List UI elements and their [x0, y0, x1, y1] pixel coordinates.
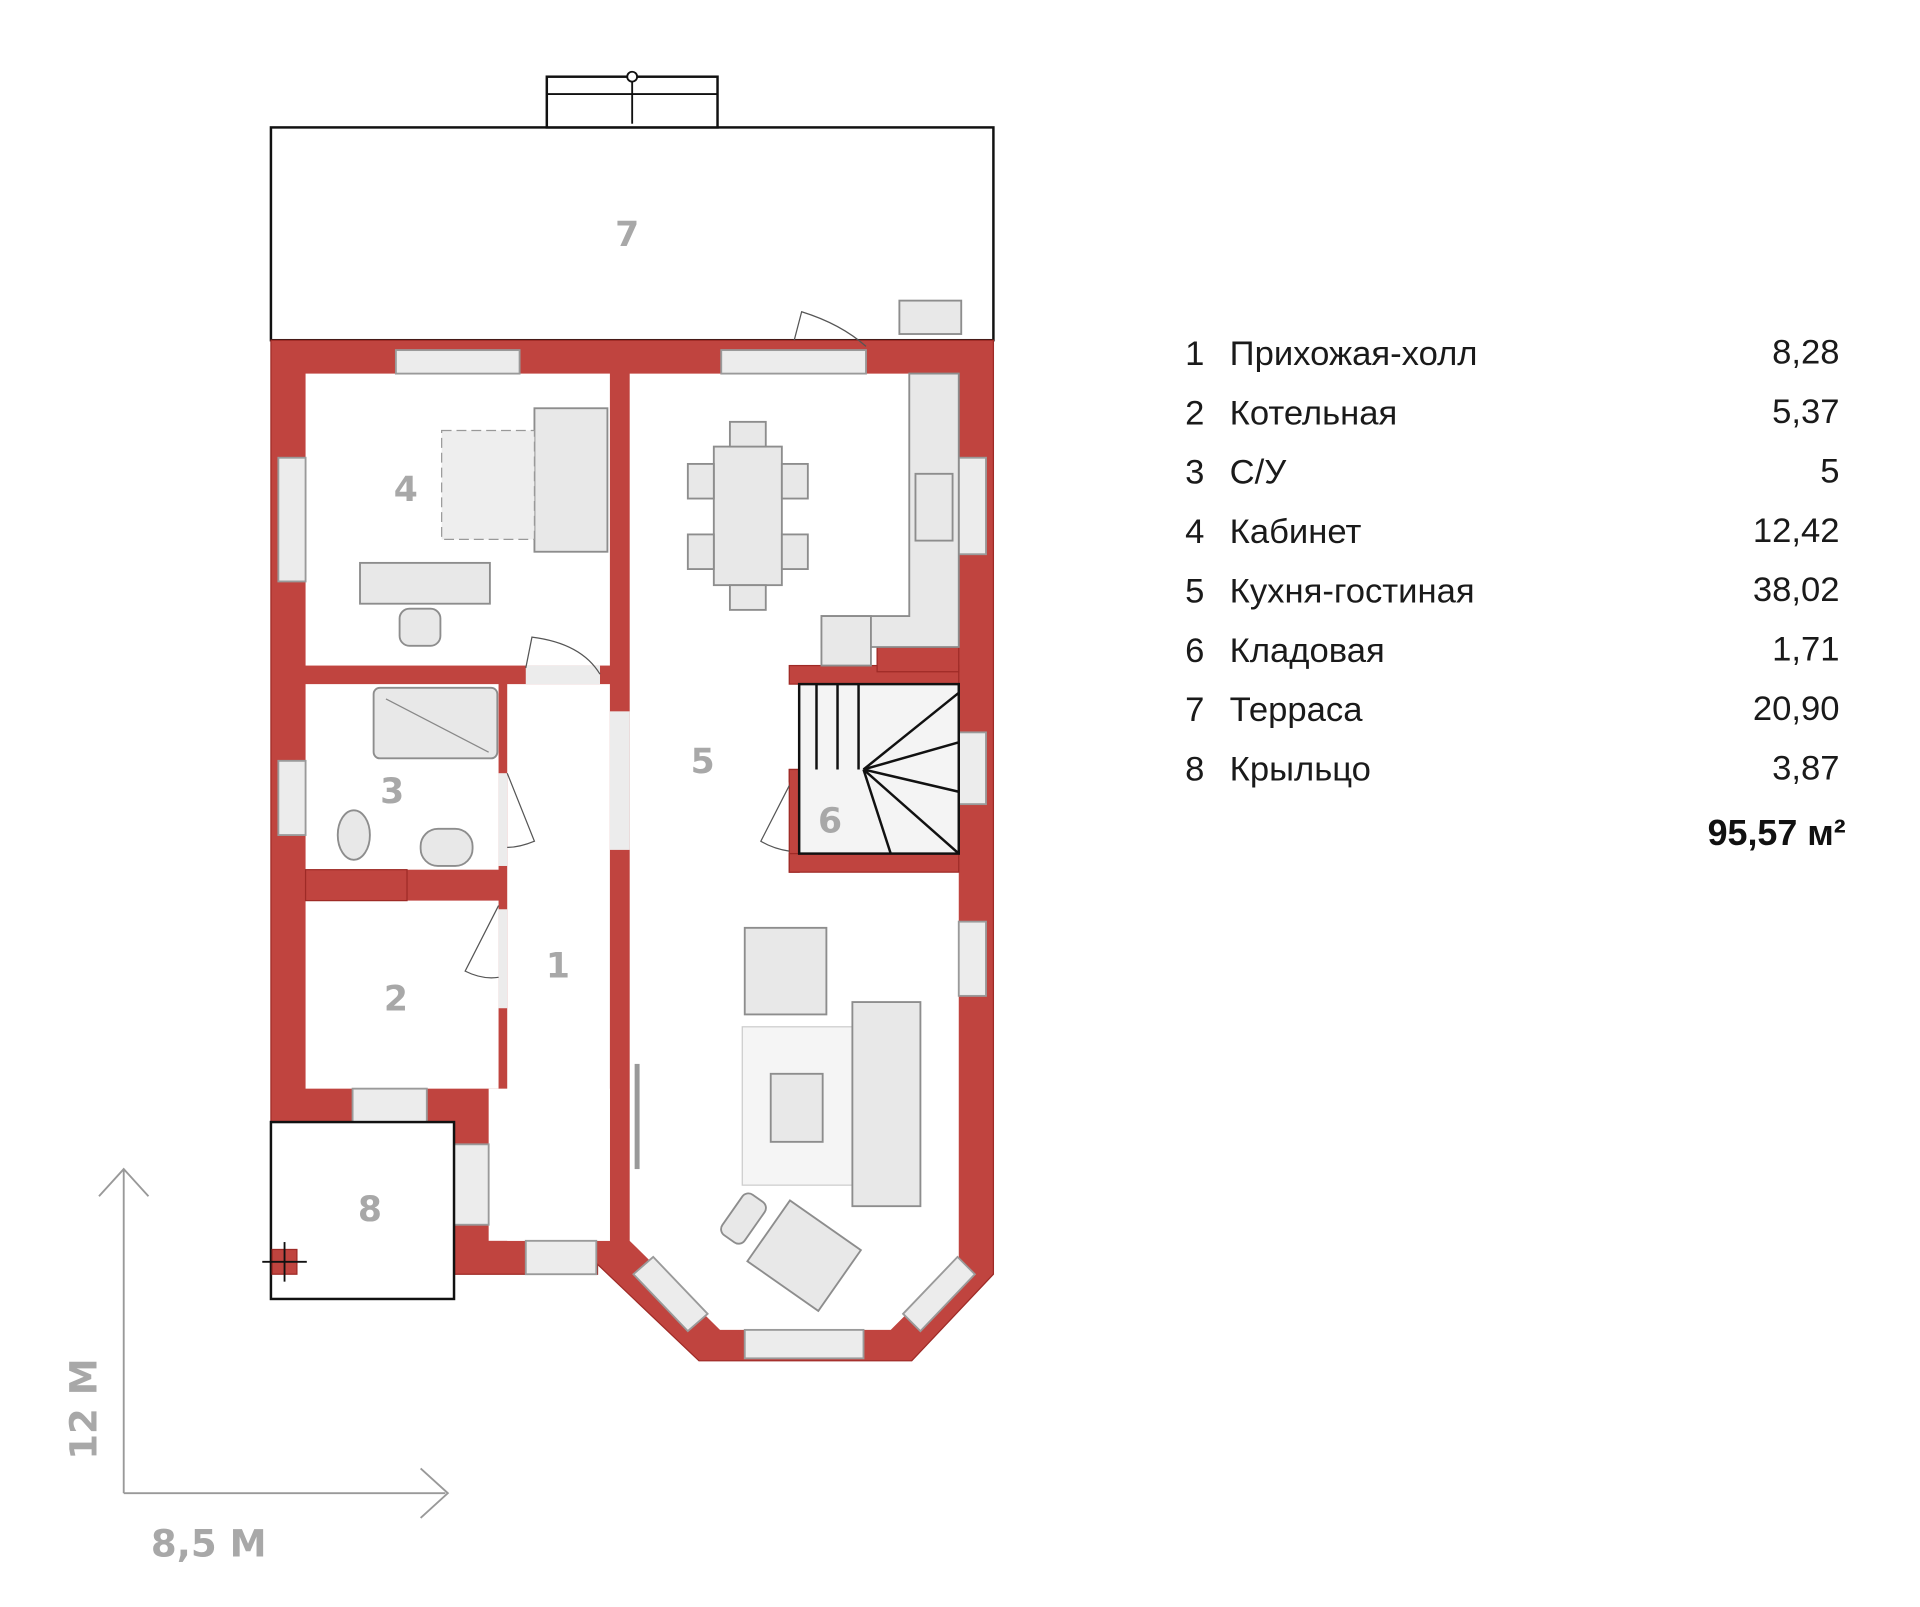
svg-text:2: 2 — [1185, 394, 1204, 432]
legend-row: 6 Кладовая 1,71 — [1185, 631, 1839, 670]
svg-text:8,28: 8,28 — [1772, 334, 1839, 372]
window — [351, 1087, 428, 1123]
outdoor-sink — [898, 299, 963, 335]
sink — [419, 827, 474, 867]
room-number-7: 7 — [615, 215, 639, 255]
area-legend: 1 Прихожая-холл 8,28 2 Котельная 5,37 3 … — [1185, 334, 1846, 853]
window — [394, 349, 521, 375]
sofa-bed — [533, 407, 609, 553]
armchair — [746, 1199, 863, 1313]
room-number-4: 4 — [394, 470, 418, 510]
legend-row: 7 Терраса 20,90 — [1185, 690, 1839, 729]
sofa — [851, 1001, 922, 1208]
window — [453, 1143, 490, 1226]
window — [277, 759, 307, 836]
svg-text:12,42: 12,42 — [1753, 512, 1840, 550]
window — [720, 349, 867, 375]
room-number-3: 3 — [380, 772, 404, 812]
dining-table — [712, 445, 783, 587]
height-dimension: 12 М — [63, 1358, 106, 1460]
legend-row: 3 С/У 5 — [1185, 452, 1839, 491]
legend-row: 2 Котельная 5,37 — [1185, 393, 1839, 432]
legend-row: 5 Кухня-гостиная 38,02 — [1185, 571, 1839, 610]
storage-wall-bottom — [788, 852, 960, 873]
staircase — [797, 682, 960, 855]
desk — [359, 561, 491, 605]
svg-text:5: 5 — [1820, 452, 1839, 490]
svg-text:Кабинет: Кабинет — [1230, 513, 1362, 551]
window — [743, 1328, 865, 1360]
bathtub — [372, 686, 499, 760]
dimension-arrows — [98, 1167, 450, 1519]
svg-text:5,37: 5,37 — [1772, 393, 1839, 431]
svg-text:3,87: 3,87 — [1772, 749, 1839, 787]
room-number-6: 6 — [818, 802, 842, 842]
toilet — [336, 809, 371, 861]
width-dimension: 8,5 М — [151, 1522, 267, 1565]
cooktop — [820, 615, 872, 667]
room-number-5: 5 — [691, 742, 715, 782]
window — [901, 1255, 977, 1333]
room-number-1: 1 — [546, 946, 570, 986]
svg-text:С/У: С/У — [1230, 454, 1288, 492]
svg-text:38,02: 38,02 — [1753, 571, 1840, 609]
window — [524, 1239, 598, 1276]
terrace — [269, 126, 995, 342]
legend-row: 4 Кабинет 12,42 — [1185, 512, 1839, 551]
legend-row: 8 Крыльцо 3,87 — [1185, 749, 1839, 788]
total-area: 95,57 м² — [1708, 813, 1846, 853]
kitchen-sink — [914, 472, 954, 542]
coffee-table — [769, 1072, 824, 1143]
window — [632, 1255, 709, 1333]
svg-text:Крыльцо: Крыльцо — [1230, 751, 1371, 789]
window — [957, 456, 987, 556]
svg-text:3: 3 — [1185, 454, 1204, 492]
room-2 — [305, 900, 499, 1089]
svg-text:Терраса: Терраса — [1230, 691, 1364, 729]
office-chair — [398, 607, 442, 647]
svg-text:6: 6 — [1185, 632, 1204, 670]
svg-text:1: 1 — [1185, 335, 1204, 373]
window — [957, 731, 987, 806]
room-8-porch — [269, 1120, 456, 1301]
svg-text:8: 8 — [1185, 751, 1204, 789]
room-number-8: 8 — [358, 1190, 382, 1230]
window — [277, 456, 307, 583]
legend-row: 1 Прихожая-холл 8,28 — [1185, 334, 1839, 373]
svg-text:Прихожая-холл: Прихожая-холл — [1230, 335, 1478, 373]
svg-text:5: 5 — [1185, 572, 1204, 610]
svg-text:Котельная: Котельная — [1230, 394, 1398, 432]
svg-text:Кухня-гостиная: Кухня-гостиная — [1230, 572, 1475, 610]
window — [957, 920, 987, 997]
armchair — [743, 926, 828, 1016]
svg-text:7: 7 — [1185, 691, 1204, 729]
svg-text:Кладовая: Кладовая — [1230, 632, 1385, 670]
svg-text:20,90: 20,90 — [1753, 690, 1840, 728]
svg-text:4: 4 — [1185, 513, 1204, 551]
room-number-2: 2 — [384, 980, 408, 1020]
svg-text:1,71: 1,71 — [1772, 631, 1839, 669]
